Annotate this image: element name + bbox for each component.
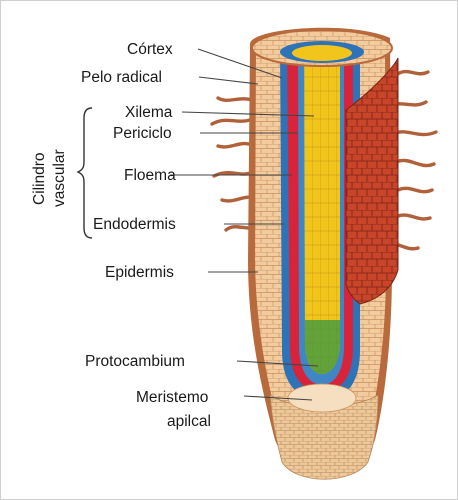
label-xylem: Xilema bbox=[125, 104, 173, 121]
label-epidermis: Epidermis bbox=[105, 264, 174, 281]
label-meristem-line2: apilcal bbox=[167, 413, 211, 430]
meristem-zone bbox=[288, 384, 356, 412]
vascular-cylinder-bracket bbox=[78, 108, 92, 238]
root-body bbox=[248, 28, 398, 480]
label-endodermis: Endodermis bbox=[93, 216, 176, 233]
label-vascular-cylinder-line2: vascular bbox=[51, 149, 68, 207]
label-cortex: Córtex bbox=[127, 41, 173, 58]
label-root-hair: Pelo radical bbox=[81, 69, 162, 86]
label-pericycle: Periciclo bbox=[113, 125, 172, 142]
label-meristem-line1: Meristemo bbox=[136, 389, 208, 406]
label-procambium: Protocambium bbox=[85, 353, 185, 370]
label-vascular-cylinder-line1: Cilindro bbox=[31, 152, 48, 205]
top-xylem-disc bbox=[292, 45, 352, 61]
label-phloem: Floema bbox=[124, 167, 176, 184]
